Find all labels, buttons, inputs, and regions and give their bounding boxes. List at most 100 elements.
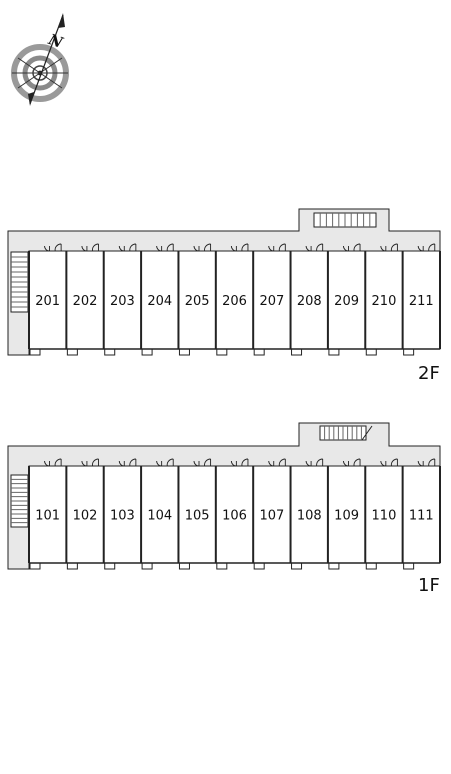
room-205: 205: [177, 243, 217, 356]
room-label: 107: [259, 509, 284, 524]
door-swing-icon: [230, 460, 237, 467]
balcony-tab: [328, 348, 340, 356]
door-swing-icon: [380, 245, 387, 252]
door-swing-icon: [204, 243, 212, 252]
floor-1-label: 1F: [418, 575, 440, 596]
room-201: 201: [28, 243, 67, 356]
door-swing-icon: [118, 460, 125, 467]
room-label: 202: [73, 294, 98, 309]
room-204: 204: [140, 243, 179, 356]
door-swing-icon: [92, 458, 99, 467]
door-swing-icon: [44, 460, 50, 467]
room-208: 208: [289, 243, 329, 356]
door-swing-icon: [193, 460, 200, 467]
door-swing-icon: [81, 460, 88, 467]
floor-2-label: 2F: [418, 363, 440, 384]
room-101: 101: [28, 458, 67, 570]
room-label: 101: [35, 509, 60, 524]
room-label: 207: [259, 294, 284, 309]
balcony-tab: [253, 348, 265, 356]
room-label: 203: [110, 294, 135, 309]
balcony-tab: [141, 562, 153, 570]
room-209: 209: [326, 243, 366, 356]
door-swing-icon: [343, 460, 349, 467]
room-label: 205: [185, 294, 210, 309]
door-swing-icon: [92, 243, 99, 252]
door-swing-icon: [278, 243, 286, 252]
door-swing-icon: [316, 458, 324, 467]
room-109: 109: [326, 458, 366, 570]
room-202: 202: [65, 243, 105, 356]
door-swing-icon: [204, 458, 212, 467]
room-210: 210: [364, 243, 404, 356]
room-106: 106: [214, 458, 254, 570]
door-swing-icon: [129, 243, 137, 252]
door-swing-icon: [353, 458, 361, 467]
balcony-tab: [141, 348, 153, 356]
room-label: 208: [297, 294, 322, 309]
room-label: 201: [35, 294, 60, 309]
room-110: 110: [364, 458, 404, 570]
room-105: 105: [177, 458, 217, 570]
stair-left: [10, 251, 29, 313]
balcony-tab: [29, 562, 41, 570]
room-label: 105: [185, 509, 210, 524]
balcony-tab: [253, 562, 265, 570]
door-swing-icon: [268, 245, 275, 252]
door-swing-icon: [118, 245, 125, 252]
room-111: 111: [401, 458, 441, 570]
room-206: 206: [214, 243, 254, 356]
room-label: 108: [297, 509, 322, 524]
door-swing-icon: [129, 458, 137, 467]
door-swing-icon: [230, 245, 237, 252]
room-label: 102: [73, 509, 98, 524]
balcony-tab: [66, 348, 78, 356]
room-207: 207: [252, 243, 292, 356]
door-swing-icon: [417, 460, 424, 467]
room-label: 104: [147, 509, 172, 524]
door-swing-icon: [428, 458, 436, 467]
door-swing-icon: [44, 245, 50, 252]
room-label: 206: [222, 294, 247, 309]
door-swing-icon: [193, 245, 200, 252]
room-104: 104: [140, 458, 179, 570]
door-swing-icon: [353, 243, 361, 252]
room-label: 109: [334, 509, 359, 524]
room-label: 103: [110, 509, 135, 524]
balcony-tab: [178, 348, 190, 356]
balcony-tab: [403, 562, 415, 570]
balcony-tab: [328, 562, 340, 570]
stair-top: [319, 425, 373, 441]
room-103: 103: [102, 458, 142, 570]
corridor-outline: [7, 208, 441, 356]
balcony-tab: [178, 562, 190, 570]
balcony-tab: [365, 562, 377, 570]
stair-top: [313, 212, 377, 228]
door-swing-icon: [241, 243, 249, 252]
balcony-tab: [66, 562, 78, 570]
door-swing-icon: [380, 460, 387, 467]
room-label: 106: [222, 509, 247, 524]
door-swing-icon: [54, 243, 62, 252]
room-108: 108: [289, 458, 329, 570]
balcony-tab: [216, 348, 228, 356]
door-swing-icon: [390, 243, 398, 252]
door-swing-icon: [428, 243, 436, 252]
room-211: 211: [401, 243, 441, 356]
door-swing-icon: [390, 458, 398, 467]
balcony-tab: [216, 562, 228, 570]
balcony-tab: [365, 348, 377, 356]
door-swing-icon: [305, 245, 312, 252]
door-swing-icon: [305, 460, 312, 467]
balcony-tab: [291, 348, 303, 356]
room-107: 107: [252, 458, 292, 570]
door-swing-icon: [241, 458, 249, 467]
room-203: 203: [102, 243, 142, 356]
door-swing-icon: [417, 245, 424, 252]
door-swing-icon: [343, 245, 349, 252]
door-swing-icon: [316, 243, 324, 252]
balcony-tab: [104, 562, 116, 570]
room-label: 204: [147, 294, 172, 309]
corridor-outline: [7, 422, 441, 570]
